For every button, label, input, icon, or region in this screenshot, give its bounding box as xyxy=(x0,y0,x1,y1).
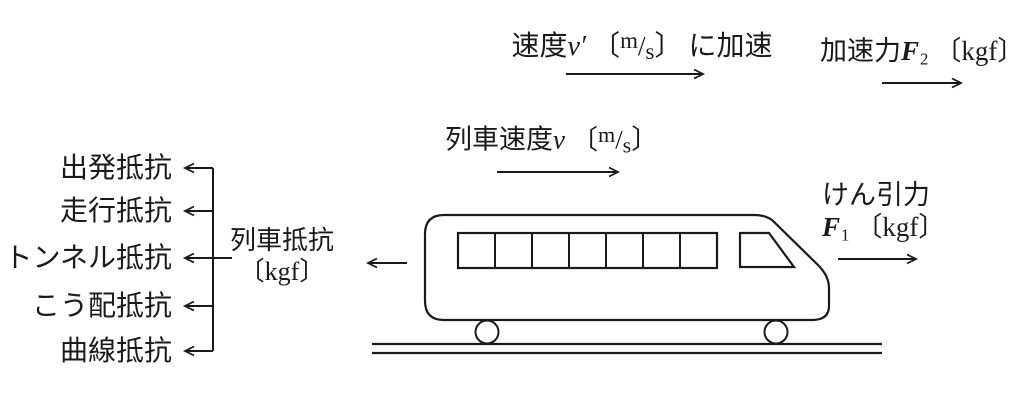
resistance-item-start: 出発抵抗 xyxy=(59,153,172,184)
bracket-close: 〕 xyxy=(654,30,683,62)
traction-force-label: けん引力 F1〔kgf〕 xyxy=(822,180,945,245)
bracket-open: 〔 xyxy=(855,211,883,242)
train-windshield xyxy=(738,231,797,269)
bracket-open: 〔 xyxy=(934,36,962,66)
accel-force-label: 加速力F2〔kgf〕 xyxy=(820,36,1024,69)
accel-speed-label: 速度v′〔m/s〕に加速 xyxy=(490,28,794,65)
unit-s: s xyxy=(622,132,632,158)
accel-speed-prefix: 速度 xyxy=(511,30,568,62)
bracket-close: 〕 xyxy=(299,256,326,286)
resistance-item-curve: 曲線抵抗 xyxy=(59,336,172,367)
bracket-close: 〕 xyxy=(631,124,659,155)
train-windows-band xyxy=(456,231,719,270)
train-window-dividers xyxy=(494,233,681,268)
accel-force-subscript: 2 xyxy=(920,49,929,69)
bracket-close: 〕 xyxy=(918,211,946,242)
bracket-open: 〔 xyxy=(238,256,265,286)
train-speed-prefix: 列車速度 xyxy=(445,124,553,155)
bracket-open: 〔 xyxy=(592,30,621,62)
traction-force-line1: けん引力 xyxy=(822,180,930,210)
train-resistance-line1: 列車抵抗 xyxy=(229,226,334,255)
train-wheel-left xyxy=(474,319,500,345)
train-body xyxy=(423,213,831,322)
accel-speed-variable: v′ xyxy=(567,30,587,62)
traction-force-line2: F1〔kgf〕 xyxy=(822,212,945,245)
bracket-close: 〕 xyxy=(997,36,1024,66)
unit-kgf: kgf xyxy=(264,256,300,286)
accel-speed-suffix: に加速 xyxy=(688,30,773,62)
unit-slash: / xyxy=(615,124,623,155)
train-wheel-right xyxy=(763,319,789,345)
train-resistance-line2: 〔kgf〕 xyxy=(226,257,338,288)
resistance-item-gradient: こう配抵抗 xyxy=(31,291,172,322)
unit-m: m xyxy=(620,28,638,53)
unit-s: s xyxy=(645,39,655,64)
accel-force-variable: F xyxy=(901,36,920,66)
unit-kgf: kgf xyxy=(961,36,998,66)
resistance-item-running: 走行抵抗 xyxy=(59,196,172,227)
bracket-open: 〔 xyxy=(570,124,598,155)
train-resistance-label: 列車抵抗 〔kgf〕 xyxy=(226,226,338,287)
unit-slash: / xyxy=(637,30,646,61)
traction-force-variable: F xyxy=(822,211,841,242)
traction-force-subscript: 1 xyxy=(841,225,850,245)
unit-m: m xyxy=(597,122,616,147)
resistance-item-tunnel: トンネル抵抗 xyxy=(4,243,172,274)
train-speed-variable: v xyxy=(553,124,565,155)
train-speed-label: 列車速度v〔m/s〕 xyxy=(445,122,659,158)
accel-force-prefix: 加速力 xyxy=(820,36,901,66)
unit-kgf: kgf xyxy=(882,211,919,242)
